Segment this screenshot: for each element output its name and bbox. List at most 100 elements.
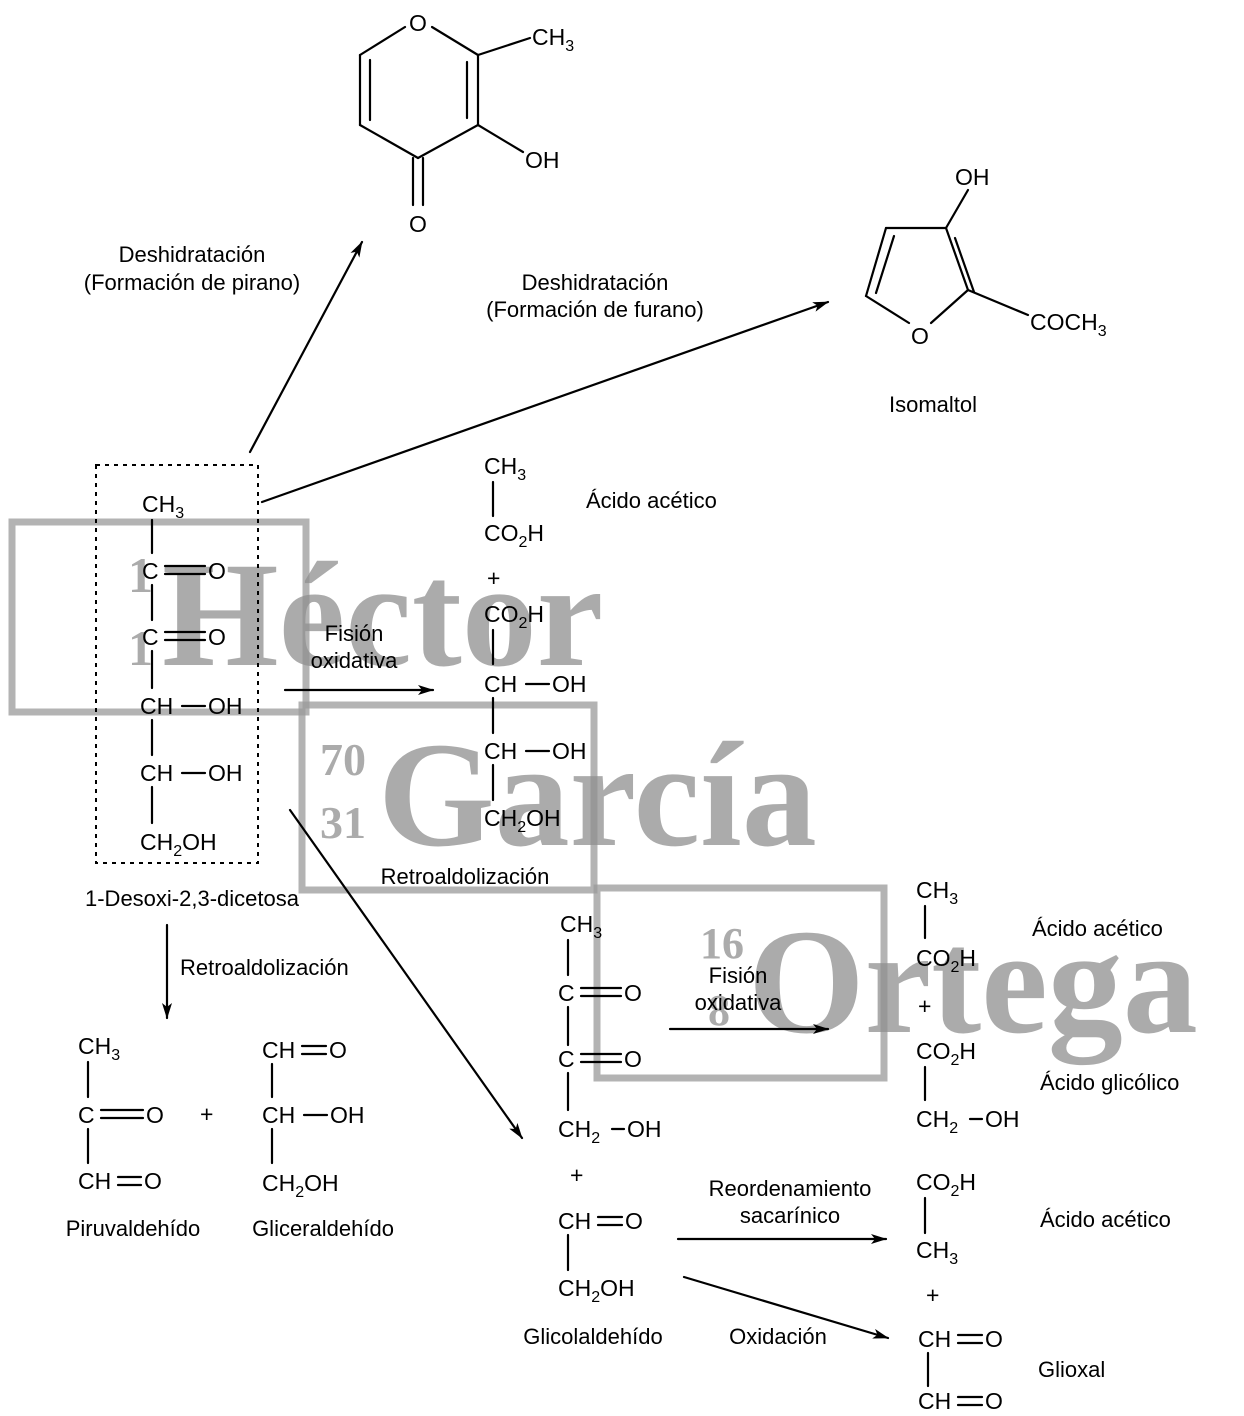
dehydration-pyran-label-line1: Deshidratación [119,242,266,267]
gliceraldehido-cho-o: O [329,1037,347,1063]
dicetosa-c4: CH [140,693,173,719]
maltol-hydroxyl-label: OH [525,147,560,173]
glicolaldehido-cho-o: O [625,1208,643,1234]
gliceraldehido-structure: CH O CH OH CH2OH Gliceraldehído [252,1037,394,1241]
dicetosa-c3: C [142,624,159,650]
glicolaldehido-cho: CH [558,1208,591,1234]
glicolaldehido-name: Glicolaldehído [523,1324,662,1349]
arrow-to-isomaltol [260,300,830,504]
arrow-retroaldol-diagonal [288,808,524,1140]
gliceraldehido-oh: OH [330,1102,365,1128]
acetic-3-name: Ácido acético [1040,1207,1171,1232]
dicetosa-dashed-box [95,464,259,864]
piruvaldehido-o2: O [146,1102,164,1128]
isomaltol-hydroxyl-label: OH [955,164,990,190]
glioxal-cho-1: CH [918,1326,951,1352]
watermark-word-1: Héctor [162,532,603,698]
piruvaldehido-cho: CH [78,1168,111,1194]
plus-dione-glycol: + [570,1162,583,1188]
retroaldol-down-label: Retroaldolización [180,955,349,980]
acetic-1-name: Ácido acético [586,488,717,513]
dehydration-pyran-label-line2: (Formación de pirano) [84,270,300,295]
watermark-number-3-bottom: 8 [708,986,730,1035]
glycolic-name: Ácido glicólico [1040,1070,1179,1095]
maltol-methyl-label: CH3 [532,24,574,55]
acetic-2-name: Ácido acético [1032,916,1163,941]
glioxal-structure: CH O CH O Glioxal [918,1326,1105,1414]
dicetosa-c5: CH [140,760,173,786]
arrow-oxidacion [682,1275,890,1340]
watermark-box-1 [8,518,310,716]
dicetosa-o2: O [208,558,226,584]
tetronic-ch2oh: CH2OH [484,805,561,836]
watermark-number-2-bottom: 31 [320,797,366,848]
fision-2-products: CH3 CO2H Ácido acético + CO2H CH2 OH Áci… [916,877,1179,1137]
watermark-box-3 [593,884,888,1082]
tetronic-c3: CH [484,738,517,764]
watermark-box-2 [298,701,598,894]
glioxal-name: Glioxal [1038,1357,1105,1382]
glioxal-o-1: O [985,1326,1003,1352]
isomaltol-ring-oxygen: O [911,323,929,349]
fision-1-label-line1: Fisión [325,621,384,646]
glycolic-oh: OH [985,1106,1020,1132]
dione-oh: OH [627,1116,662,1142]
dicetosa-oh5: OH [208,760,243,786]
dione-ch3: CH3 [560,911,602,942]
dicetosa-c2: C [142,558,159,584]
glicolaldehido-ch2oh: CH2OH [558,1275,635,1306]
watermark-number-1-bottom: 1 [128,620,153,676]
acetic-1-ch3: CH3 [484,453,526,484]
glioxal-cho-2: CH [918,1388,951,1414]
dione-o3: O [624,1046,642,1072]
dione-c3: C [558,1046,575,1072]
dione-o2: O [624,980,642,1006]
acetic-1-co2h: CO2H [484,520,544,551]
dione-c2: C [558,980,575,1006]
acetic-2-ch3: CH3 [916,877,958,908]
tetronic-oh3: OH [552,738,587,764]
reorden-label-line1: Reordenamiento [709,1176,872,1201]
tetronic-c2: CH [484,671,517,697]
dicetosa-c6: CH2OH [140,829,217,860]
piruvaldehido-structure: CH3 C O CH O Piruvaldehído [66,1033,201,1241]
watermark-number-3-top: 16 [700,919,744,968]
plus-3: + [926,1282,939,1308]
watermark: 1 1 Héctor 70 31 García 16 8 Ortega [8,518,1198,1082]
piruvaldehido-cho-o: O [144,1168,162,1194]
isomaltol-structure: O OH COCH3 Isomaltol [864,164,1107,417]
glioxal-o-2: O [985,1388,1003,1414]
gliceraldehido-ch2oh: CH2OH [262,1170,339,1201]
watermark-number-1-top: 1 [128,547,153,603]
isomaltol-acetyl-label: COCH3 [1030,309,1107,340]
dicetosa-o3: O [208,624,226,650]
fision-2-label-line2: oxidativa [695,990,783,1015]
acetic-3-structure: CO2H CH3 Ácido acético + [916,1169,1171,1308]
dehydration-furan-label-line1: Deshidratación [522,270,669,295]
plus-2: + [918,993,931,1019]
plus-1: + [487,565,500,591]
gliceraldehido-name: Gliceraldehído [252,1216,394,1241]
retroaldol-diagonal-label: Retroaldolización [381,864,550,889]
dione-structure: CH3 C O C O CH2 OH + [558,911,662,1188]
fision-2-label-line1: Fisión [709,963,768,988]
maltol-ring-oxygen: O [409,10,427,36]
watermark-number-2-top: 70 [320,734,366,785]
dicetosa-name: 1-Desoxi-2,3-dicetosa [85,886,300,911]
reorden-label-line2: sacarínico [740,1203,840,1228]
isomaltol-name: Isomaltol [889,392,977,417]
maltol-carbonyl-oxygen: O [409,211,427,237]
acetic-3-ch3: CH3 [916,1237,958,1268]
dicetosa-ch3: CH3 [142,491,184,522]
watermark-word-2: García [378,712,817,878]
piruvaldehido-name: Piruvaldehído [66,1216,201,1241]
tetronic-co2h: CO2H [484,601,544,632]
glycolic-ch2: CH2 [916,1106,958,1137]
acetic-2-co2h: CO2H [916,945,976,976]
watermark-word-3: Ortega [748,899,1198,1065]
oxidacion-label: Oxidación [729,1324,827,1349]
glycolic-co2h: CO2H [916,1038,976,1069]
maltol-structure: O CH3 OH O [358,10,574,237]
acetic-3-co2h: CO2H [916,1169,976,1200]
